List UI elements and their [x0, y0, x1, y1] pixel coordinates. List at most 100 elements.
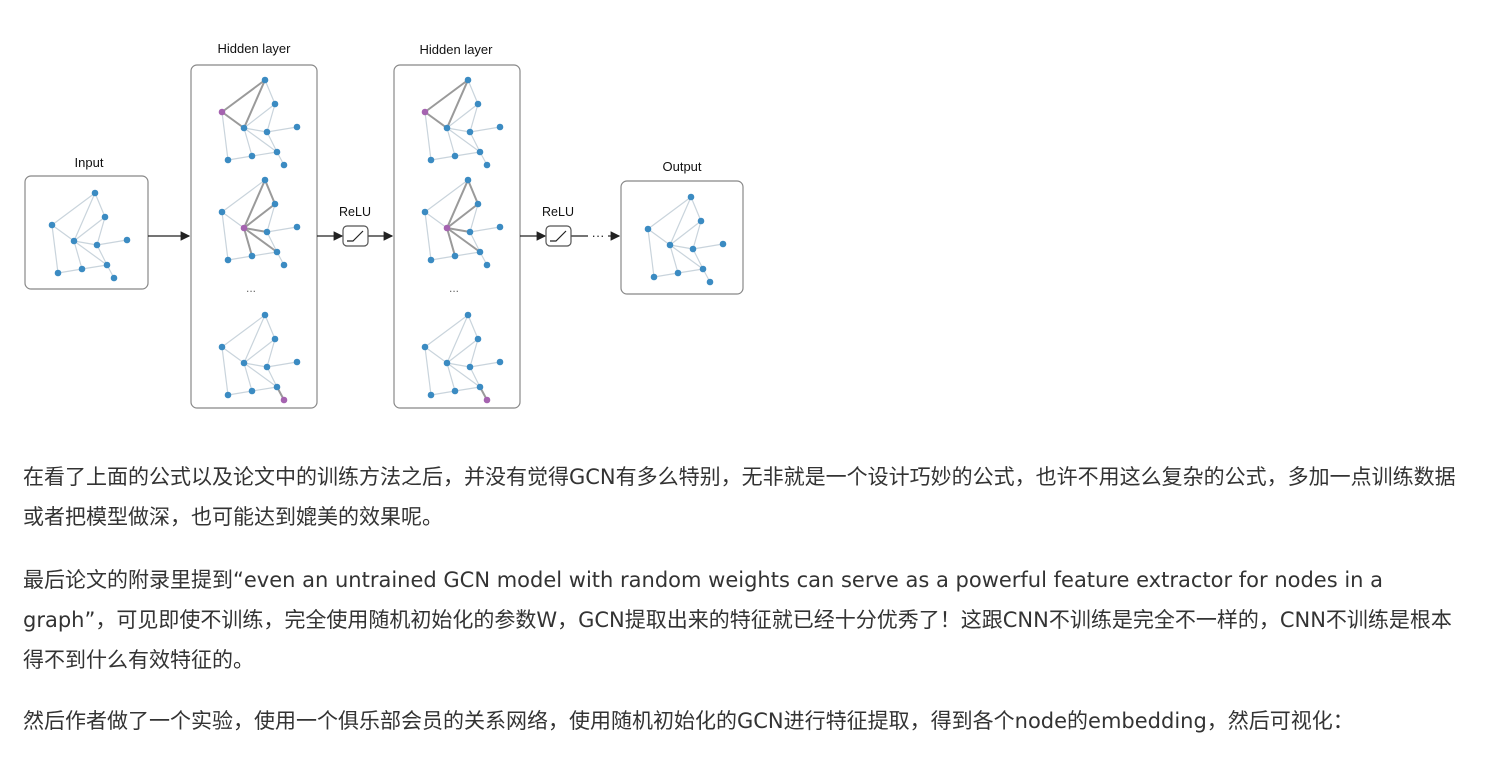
graph-node — [697, 217, 705, 225]
hidden-layer-2-ellipsis: ... — [449, 281, 459, 295]
graph-node — [78, 265, 86, 273]
graph-edge — [221, 79, 266, 113]
graph-edge — [454, 151, 481, 157]
graph-edge — [243, 127, 253, 157]
graph-edge — [227, 155, 253, 161]
graph-edge — [446, 362, 481, 388]
graph-edge — [424, 346, 432, 396]
graph-node — [273, 148, 281, 156]
hidden2-graph-b — [421, 176, 504, 269]
output-box — [620, 180, 744, 295]
graph-node — [273, 383, 281, 391]
graph-node — [451, 152, 459, 160]
graph-edge — [221, 314, 266, 348]
graph-edge — [424, 346, 448, 364]
graph-edge — [446, 203, 479, 229]
highlighted-node — [483, 396, 491, 404]
graph-edge — [446, 227, 471, 233]
graph-node — [218, 208, 226, 216]
gcn-architecture-diagram: Input Hidden layer Hidden layer Output R… — [24, 41, 744, 409]
graph-edge — [243, 338, 276, 364]
graph-edge — [243, 362, 278, 388]
graph-node — [687, 193, 695, 201]
hidden-layer-1-ellipsis: ... — [246, 281, 256, 295]
graph-node — [644, 225, 652, 233]
graph-edge — [653, 272, 679, 278]
graph-node — [474, 200, 482, 208]
graph-node — [248, 252, 256, 260]
graph-edge — [243, 227, 253, 257]
graph-edge — [446, 127, 471, 133]
graph-edge — [96, 216, 106, 246]
graph-edge — [221, 211, 245, 229]
input-label: Input — [75, 155, 104, 170]
graph-edge — [251, 251, 278, 257]
graph-edge — [469, 361, 501, 368]
graph-edge — [677, 268, 704, 274]
graph-edge — [96, 244, 108, 266]
graph-edge — [692, 248, 704, 270]
graph-node — [70, 237, 78, 245]
graph-node — [48, 221, 56, 229]
graph-edge — [669, 220, 702, 246]
graph-node — [93, 241, 101, 249]
graph-node — [248, 152, 256, 160]
graph-edge — [73, 240, 83, 270]
graph-edge — [467, 79, 479, 105]
graph-node — [293, 358, 301, 366]
graph-edge — [251, 151, 278, 157]
graph-edge — [692, 220, 702, 250]
paragraph-3: 然后作者做了一个实验，使用一个俱乐部会员的关系网络，使用随机初始化的GCN进行特… — [23, 709, 1354, 733]
graph-node — [699, 265, 707, 273]
graph-edge — [430, 390, 456, 396]
graph-node — [271, 200, 279, 208]
graph-edge — [446, 127, 481, 153]
graph-node — [476, 148, 484, 156]
graph-node — [101, 213, 109, 221]
relu-label-2: ReLU — [542, 205, 574, 219]
graph-node — [464, 311, 472, 319]
graph-edge — [243, 127, 268, 133]
graph-edge — [264, 79, 276, 105]
graph-edge — [446, 314, 469, 364]
graph-edge — [647, 196, 692, 230]
graph-edge — [51, 224, 75, 242]
graph-edge — [424, 111, 432, 161]
graph-node — [466, 228, 474, 236]
graph-edge — [424, 314, 469, 348]
graph-edge — [467, 179, 479, 205]
graph-edge — [227, 390, 253, 396]
graph-edge — [266, 338, 276, 368]
graph-edge — [243, 127, 278, 153]
graph-edge — [454, 251, 481, 257]
graph-edge — [251, 386, 278, 392]
graph-edge — [266, 231, 278, 253]
graph-edge — [446, 362, 471, 368]
relu-box-1 — [342, 225, 369, 247]
graph-edge — [446, 127, 456, 157]
graph-edge — [266, 203, 276, 233]
graph-node — [474, 100, 482, 108]
graph-node — [421, 343, 429, 351]
hidden2-graph-c — [421, 311, 504, 404]
paragraph-2: 最后论文的附录里提到“even an untrained GCN model w… — [23, 568, 1452, 672]
graph-edge — [454, 386, 481, 392]
graph-node — [476, 383, 484, 391]
graph-node — [427, 391, 435, 399]
graph-node — [466, 363, 474, 371]
graph-edge — [424, 211, 448, 229]
graph-edge — [81, 264, 108, 270]
graph-node — [54, 269, 62, 277]
graph-edge — [266, 103, 276, 133]
graph-node — [218, 343, 226, 351]
arrow-dots: ··· — [592, 228, 605, 243]
graph-edge — [243, 227, 268, 233]
graph-edge — [690, 196, 702, 222]
graph-edge — [94, 192, 106, 218]
graph-node — [224, 156, 232, 164]
graph-edge — [446, 103, 479, 129]
hidden2-graph-a — [421, 76, 504, 169]
graph-edge — [692, 243, 724, 250]
graph-edge — [51, 224, 59, 274]
graph-node — [280, 261, 288, 269]
